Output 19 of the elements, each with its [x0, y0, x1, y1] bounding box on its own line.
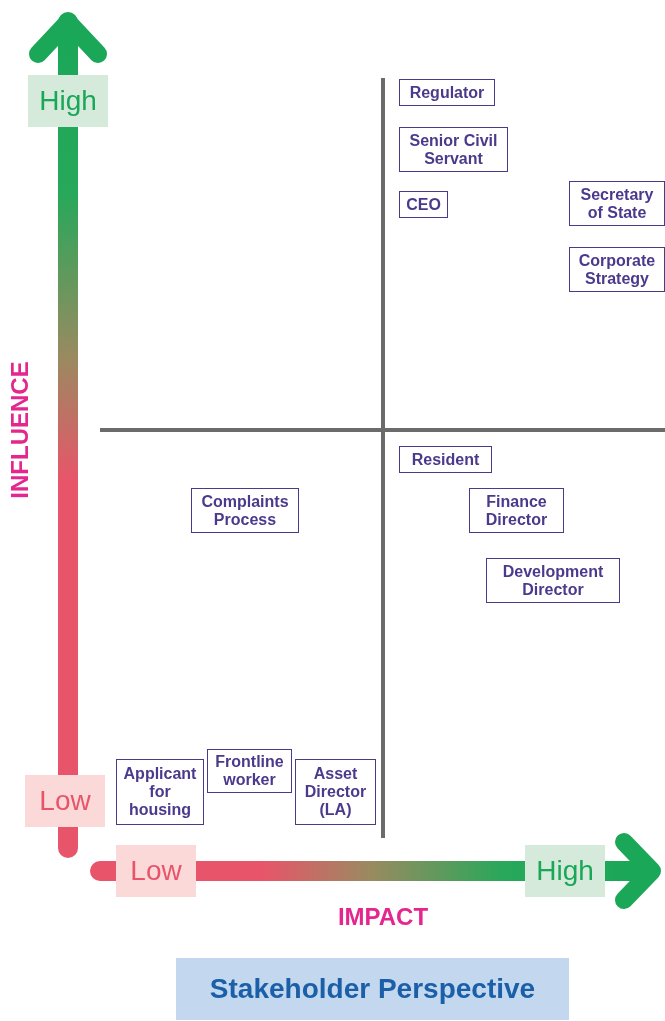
stakeholder-box: Applicant for housing	[116, 759, 204, 825]
stakeholder-box: Frontline worker	[207, 749, 292, 793]
stakeholder-box: Corporate Strategy	[569, 247, 665, 292]
axis-title: INFLUENCE	[5, 360, 34, 501]
stakeholder-box: Complaints Process	[191, 488, 299, 533]
axis-end-label: High	[525, 845, 605, 897]
stakeholder-box: Regulator	[399, 79, 495, 106]
axis-title: IMPACT	[336, 902, 430, 932]
stakeholder-box: CEO	[399, 191, 448, 218]
stakeholder-box: Secretary of State	[569, 181, 665, 226]
stakeholder-box: Asset Director (LA)	[295, 759, 376, 825]
axis-end-label: High	[28, 75, 108, 127]
title-banner: Stakeholder Perspective	[176, 958, 569, 1020]
stakeholder-box: Finance Director	[469, 488, 564, 533]
stakeholder-box: Senior Civil Servant	[399, 127, 508, 172]
stakeholder-box: Resident	[399, 446, 492, 473]
axis-end-label: Low	[116, 845, 196, 897]
stakeholder-box: Development Director	[486, 558, 620, 603]
axis-end-label: Low	[25, 775, 105, 827]
